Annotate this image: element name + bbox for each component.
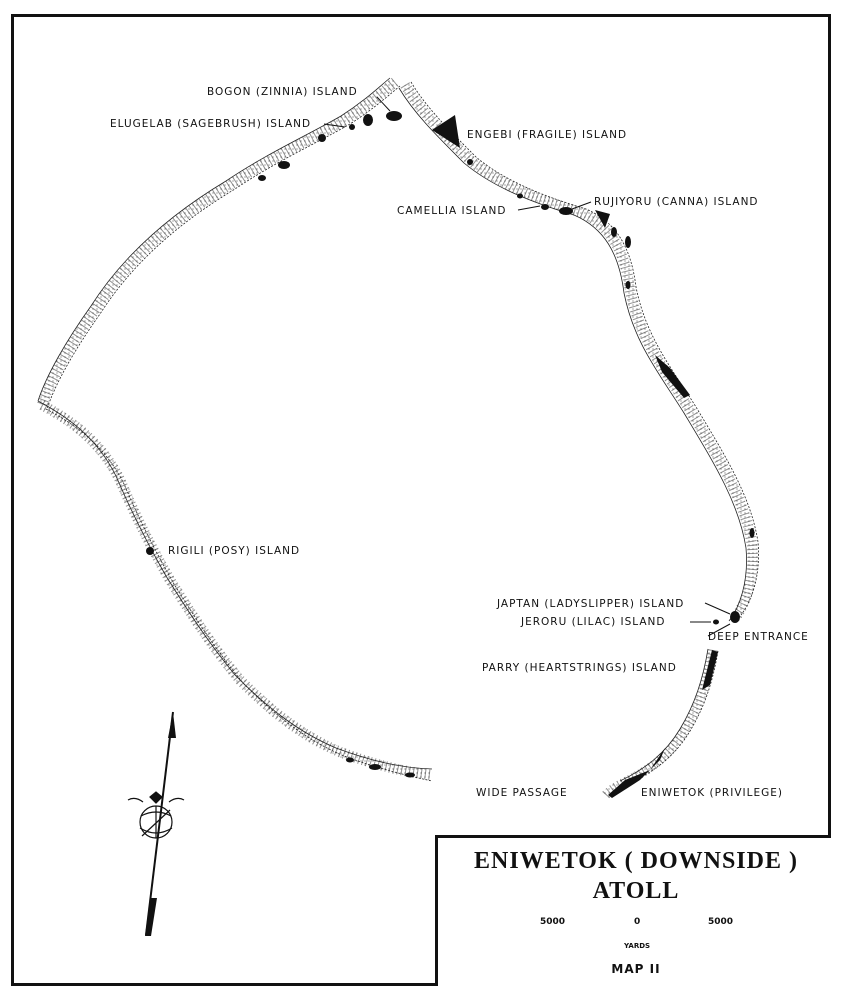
label-wide-passage: WIDE PASSAGE <box>476 787 568 799</box>
label-rujiyoru-island: RUJIYORU (CANNA) ISLAND <box>594 196 759 208</box>
island-camellia <box>541 204 549 210</box>
island-eniwetok <box>608 748 665 798</box>
label-elugelab-island: ELUGELAB (SAGEBRUSH) ISLAND <box>110 118 312 130</box>
scale-center-value: 0 <box>634 917 641 927</box>
label-jeroru-island: JERORU (LILAC) ISLAND <box>521 616 666 628</box>
island-rujiyoru <box>559 207 573 215</box>
map-number: MAP II <box>611 962 661 976</box>
label-bogon-island: BOGON (ZINNIA) ISLAND <box>207 86 358 98</box>
label-eniwetok-island: ENIWETOK (PRIVILEGE) <box>641 787 783 799</box>
label-camellia-island: CAMELLIA ISLAND <box>397 205 507 217</box>
leader-lines <box>323 96 731 637</box>
label-japtan-island: JAPTAN (LADYSLIPPER) ISLAND <box>497 598 685 610</box>
islands <box>146 111 755 798</box>
island-parry <box>702 650 718 690</box>
reef-ring <box>37 77 759 800</box>
label-deep-entrance: DEEP ENTRANCE <box>708 631 809 643</box>
label-rigili-island: RIGILI (POSY) ISLAND <box>168 545 301 557</box>
map-subtitle: ATOLL <box>592 878 680 904</box>
scale-right-value: 5000 <box>708 917 734 927</box>
island-japtan <box>730 611 740 623</box>
north-arrow-icon <box>145 711 176 936</box>
island-rigili <box>146 547 154 555</box>
label-engebi-island: ENGEBI (FRAGILE) ISLAND <box>467 129 628 141</box>
reef-northeast <box>400 82 758 622</box>
reef-northwest <box>37 78 399 407</box>
label-parry-island: PARRY (HEARTSTRINGS) ISLAND <box>482 662 677 674</box>
reef-west <box>39 400 433 780</box>
island-jeroru <box>713 619 719 625</box>
island-engebi <box>432 115 460 148</box>
island-bogon <box>386 111 402 121</box>
scale-unit: YARDS <box>624 942 651 950</box>
map-frame <box>11 14 831 986</box>
map-title: ENIWETOK ( DOWNSIDE ) <box>474 848 798 874</box>
title-box: ENIWETOK ( DOWNSIDE ) ATOLL 5000 0 5000 … <box>435 835 831 986</box>
marine-corps-emblem-icon <box>127 791 185 839</box>
scale-left-value: 5000 <box>540 917 566 927</box>
island-elugelab <box>318 134 326 142</box>
